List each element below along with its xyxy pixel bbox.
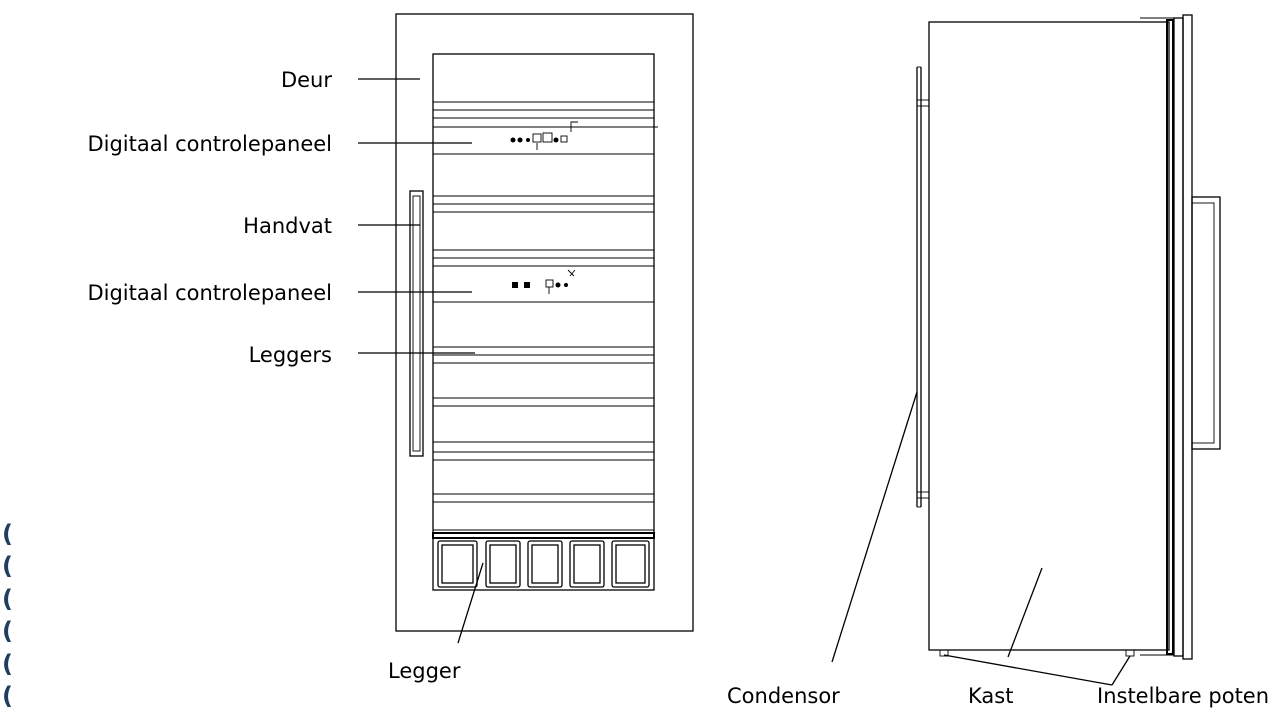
cabinet-body — [928, 21, 1170, 651]
condenser — [916, 66, 930, 508]
label-handvat: Handvat — [243, 214, 332, 238]
leader-lines-side — [831, 391, 1131, 686]
label-legger: Legger — [388, 659, 461, 683]
leader-lines-front — [358, 78, 484, 644]
door-edge — [1166, 19, 1174, 655]
front-view — [395, 13, 694, 632]
edge-glyph: ( — [2, 585, 13, 613]
glass-panel — [432, 53, 655, 591]
edge-glyph: ( — [2, 650, 13, 678]
label-condensor: Condensor — [727, 684, 840, 708]
label-control-panel-top: Digitaal controlepaneel — [87, 132, 332, 156]
side-handle — [1191, 196, 1221, 450]
control-panel-bottom — [512, 269, 576, 294]
label-kast: Kast — [968, 684, 1013, 708]
label-leggers: Leggers — [249, 343, 332, 367]
shelf-lines — [433, 101, 654, 531]
adjustable-feet — [939, 649, 1135, 657]
front-door-frame — [395, 13, 694, 632]
edge-glyph: ( — [2, 520, 13, 548]
label-instelbare-poten: Instelbare poten — [1097, 684, 1269, 708]
labels: Deur Digitaal controlepaneel Handvat Dig… — [87, 68, 1269, 708]
label-control-panel-bottom: Digitaal controlepaneel — [87, 281, 332, 305]
edge-glyphs: ( ( ( ( ( ( — [2, 520, 13, 710]
edge-glyph: ( — [2, 617, 13, 645]
front-handle — [409, 190, 424, 457]
bottom-shelf — [432, 532, 655, 588]
control-panel-top — [433, 121, 658, 150]
edge-glyph: ( — [2, 552, 13, 580]
label-deur: Deur — [281, 68, 332, 92]
side-view — [916, 14, 1221, 660]
edge-glyph: ( — [2, 682, 13, 710]
